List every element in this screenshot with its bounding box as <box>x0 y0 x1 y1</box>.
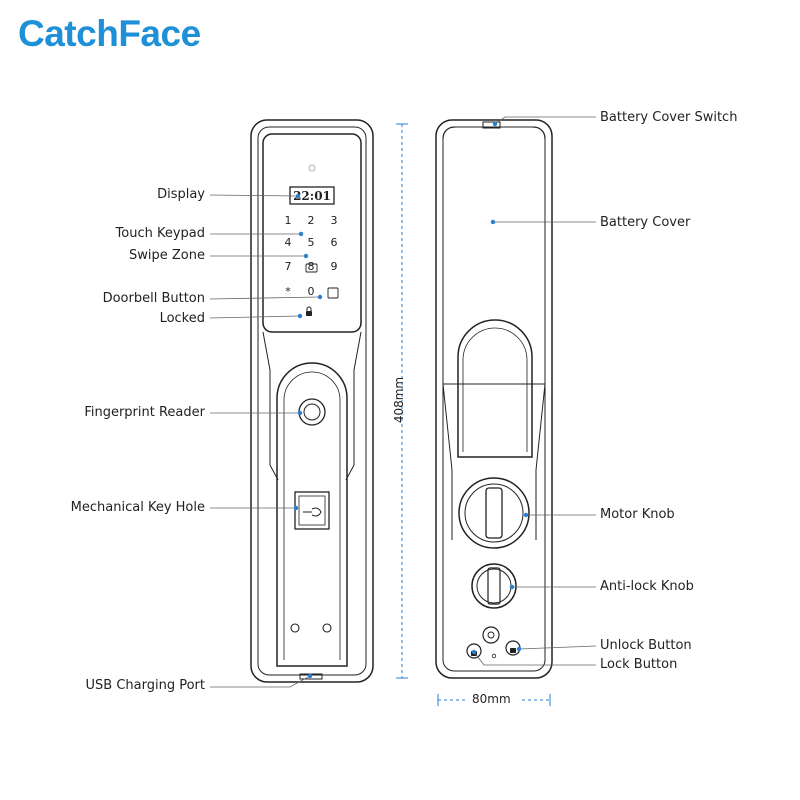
label-usb-charging-port: USB Charging Port <box>85 678 205 693</box>
label-touch-keypad: Touch Keypad <box>115 226 205 241</box>
usb-port <box>299 673 323 680</box>
leader-dot-doorbell <box>317 294 323 300</box>
leader-dot-unlock-button <box>516 646 522 652</box>
label-unlock-button: Unlock Button <box>600 638 692 653</box>
front-glass-lower-edge <box>262 300 362 333</box>
screw-hole-right <box>322 623 332 633</box>
battery-cover-switch <box>482 121 501 129</box>
display-time: 22:01 <box>293 189 331 203</box>
anti-lock-knob-outer <box>471 563 517 609</box>
label-lock-button: Lock Button <box>600 657 678 672</box>
keypad-key: 2 <box>308 214 315 227</box>
leader-dot-battery-cover <box>490 219 496 225</box>
front-right-contour <box>345 331 362 481</box>
logo-part-catch: Catch <box>18 13 119 54</box>
leader-line-usb <box>210 675 311 688</box>
leader-dot-motor-knob <box>523 512 529 518</box>
reset-button-center <box>487 631 495 639</box>
leader-dot-display <box>295 193 301 199</box>
front-outer-body <box>250 119 374 683</box>
reset-button <box>482 626 500 644</box>
rear-left-contour <box>442 383 453 540</box>
leader-dot-key-hole <box>293 505 299 511</box>
display-screen <box>289 186 335 205</box>
key-hole-cover <box>294 491 330 530</box>
label-locked: Locked <box>159 311 205 326</box>
label-swipe-zone: Swipe Zone <box>129 248 205 263</box>
keypad-key: 8 <box>308 260 315 273</box>
keypad-key: 0 <box>308 285 315 298</box>
leader-dot-battery-cover-switch <box>492 121 498 127</box>
keypad-key: 5 <box>308 236 315 249</box>
keypad-key: 7 <box>285 260 292 273</box>
fingerprint-reader-inner <box>303 403 321 421</box>
leader-dot-lock-button <box>471 649 477 655</box>
front-inner-body <box>257 126 367 676</box>
rear-outer-body <box>435 119 553 679</box>
touch-keypad: 1 2 3 4 5 6 7 8 9 * 0 <box>285 214 338 298</box>
label-battery-cover-switch: Battery Cover Switch <box>600 110 738 125</box>
unlock-button-glyph <box>510 648 516 653</box>
label-motor-knob: Motor Knob <box>600 507 675 522</box>
front-handle-inner <box>283 371 341 660</box>
label-mechanical-key-hole: Mechanical Key Hole <box>70 500 205 515</box>
motor-knob-inner <box>464 483 524 543</box>
anti-lock-knob-grip <box>487 567 501 605</box>
front-glass-panel <box>262 133 362 333</box>
keypad-key: 4 <box>285 236 292 249</box>
label-anti-lock-knob: Anti-lock Knob <box>600 579 694 594</box>
rear-handle <box>457 319 533 458</box>
leader-line-battery-cover-switch <box>494 116 596 125</box>
key-icon <box>303 507 322 517</box>
keypad-key: 1 <box>285 214 292 227</box>
front-left-contour <box>262 331 279 481</box>
doorbell-icon <box>327 287 339 299</box>
width-dimension-label: 80mm <box>472 692 511 706</box>
battery-cover-outline <box>442 126 546 380</box>
motor-knob-outer <box>458 477 530 549</box>
leader-line-locked <box>209 315 301 319</box>
leader-dot-touch-keypad <box>298 231 304 237</box>
leader-dot-locked <box>297 313 303 319</box>
keypad-key: 6 <box>331 236 338 249</box>
locked-icon-shackle <box>306 306 312 311</box>
leader-line-unlock-button <box>518 645 597 650</box>
camera-sensor <box>308 164 316 172</box>
front-handle <box>276 362 348 667</box>
locked-icon <box>306 311 312 316</box>
leader-dot-usb <box>307 673 313 679</box>
label-doorbell-button: Doorbell Button <box>102 291 205 306</box>
swipe-zone-icon <box>305 263 318 273</box>
key-hole-inner <box>298 495 326 526</box>
rear-handle-inner <box>462 327 528 452</box>
leader-dot-anti-lock-knob <box>509 584 515 590</box>
keypad-key: 9 <box>331 260 338 273</box>
label-battery-cover: Battery Cover <box>600 215 691 230</box>
leader-line-doorbell <box>209 296 321 300</box>
leader-dot-fingerprint <box>297 410 303 416</box>
leader-line-lock-button <box>473 651 596 666</box>
fingerprint-reader-outer <box>298 398 326 426</box>
label-display: Display <box>157 187 205 202</box>
keypad-key: * <box>285 285 291 298</box>
height-dimension-label: 408mm <box>392 376 406 424</box>
logo-part-face: Face <box>118 13 201 54</box>
leader-dot-swipe-zone <box>303 253 309 259</box>
anti-lock-knob-inner <box>476 568 512 604</box>
motor-knob-grip <box>485 487 503 539</box>
indicator-dot <box>491 653 497 659</box>
leader-line-display <box>209 194 299 197</box>
rear-right-contour <box>535 383 546 540</box>
brand-logo: CatchFace <box>18 12 201 56</box>
lock-button <box>466 643 482 659</box>
keypad-key: 3 <box>331 214 338 227</box>
label-fingerprint-reader: Fingerprint Reader <box>84 405 205 420</box>
screw-hole-left <box>290 623 300 633</box>
